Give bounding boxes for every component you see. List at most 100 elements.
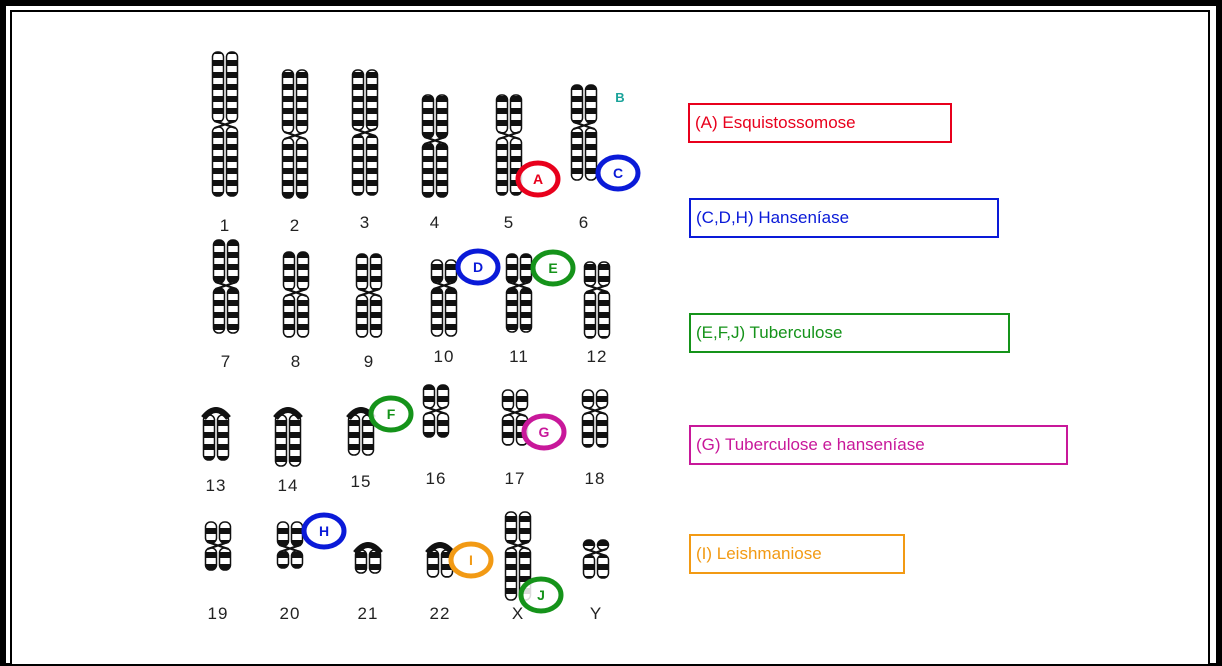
chromatid-arm bbox=[226, 239, 240, 284]
chromatid-arm bbox=[212, 239, 226, 284]
marker-letter: B bbox=[615, 90, 624, 105]
marker-letter: J bbox=[537, 587, 545, 603]
chromosome-label: 11 bbox=[509, 347, 529, 366]
chromosome-8: 8 bbox=[282, 251, 310, 371]
chromatid-arm bbox=[274, 414, 288, 467]
chromatid-arm bbox=[595, 389, 609, 409]
marker-ring bbox=[521, 413, 567, 451]
chromatid-arm bbox=[421, 94, 435, 139]
chromatid-arm bbox=[584, 84, 598, 124]
marker-letter: A bbox=[533, 171, 543, 187]
chromosome-label: 7 bbox=[221, 352, 231, 371]
centromere bbox=[285, 288, 307, 297]
chromosome-label: 8 bbox=[291, 352, 301, 371]
chromosome-19: 19 bbox=[204, 521, 232, 623]
centromere bbox=[504, 408, 526, 417]
chromosome-20: 20 bbox=[276, 521, 304, 623]
chromatid-arm bbox=[430, 287, 444, 337]
chromatid-arm bbox=[582, 554, 596, 579]
chromatid-arm bbox=[281, 137, 295, 199]
chromatid-arm bbox=[202, 414, 216, 461]
chromatid-arm bbox=[570, 127, 584, 181]
chromatid-arm bbox=[505, 253, 519, 284]
chromosome-21: 21 bbox=[353, 542, 383, 623]
chromosome-2: 2 bbox=[281, 69, 309, 235]
chromatid-arm bbox=[495, 94, 509, 134]
chromosome-label: 13 bbox=[206, 476, 227, 495]
chromatid-arm bbox=[583, 261, 597, 287]
chromosome-label: 9 bbox=[364, 352, 374, 371]
chromatid-arm bbox=[218, 547, 232, 571]
chromatid-arm bbox=[422, 384, 436, 409]
chromatid-arm bbox=[583, 290, 597, 339]
centromere bbox=[279, 544, 301, 553]
chromosome-12: 12 bbox=[583, 261, 611, 366]
chromatid-arm bbox=[519, 253, 533, 284]
chromatid-arm bbox=[436, 412, 450, 438]
chromosome-1: 1 bbox=[211, 51, 239, 235]
chromatid-arm bbox=[444, 259, 458, 284]
chromosome-label: 2 bbox=[290, 216, 300, 235]
legend-leishmaniose: (I) Leishmaniose bbox=[689, 534, 905, 574]
marker-ring bbox=[530, 249, 576, 287]
centromere bbox=[284, 131, 306, 140]
chromatid-arm bbox=[282, 251, 296, 291]
centromere bbox=[425, 542, 455, 555]
centromere bbox=[585, 548, 607, 557]
chromatid-arm bbox=[597, 290, 611, 339]
chromatid-arm bbox=[595, 412, 609, 448]
chromosome-label: 1 bbox=[220, 216, 230, 235]
chromatid-arm bbox=[444, 287, 458, 337]
chromatid-arm bbox=[351, 134, 365, 196]
chromosome-label: 19 bbox=[208, 604, 229, 623]
chromatid-arm bbox=[369, 253, 383, 291]
chromosome-10: 10 bbox=[430, 259, 458, 366]
marker-letter: I bbox=[469, 552, 473, 568]
chromosome-label: 20 bbox=[280, 604, 301, 623]
chromatid-arm bbox=[504, 511, 518, 544]
chromatid-arm bbox=[212, 287, 226, 334]
marker-letter: F bbox=[387, 406, 396, 422]
chromosome-label: 18 bbox=[585, 469, 606, 488]
chromosome-label: X bbox=[512, 604, 524, 623]
legend-esquistossomose: (A) Esquistossomose bbox=[688, 103, 952, 143]
chromatid-arm bbox=[597, 261, 611, 287]
chromatid-arm bbox=[351, 69, 365, 131]
centromere bbox=[508, 281, 530, 290]
chromatid-arm bbox=[288, 414, 302, 467]
centromere bbox=[433, 281, 455, 290]
marker-ring bbox=[368, 395, 414, 433]
chromosome-label: 16 bbox=[426, 469, 447, 488]
chromatid-arm bbox=[355, 294, 369, 338]
chromatid-arm bbox=[282, 294, 296, 338]
chromatid-arm bbox=[495, 137, 509, 196]
marker-j: J bbox=[518, 576, 564, 614]
chromosome-label: 4 bbox=[430, 213, 440, 232]
chromatid-arm bbox=[296, 294, 310, 338]
chromatid-arm bbox=[369, 294, 383, 338]
centromere bbox=[507, 541, 529, 550]
chromosome-18: 18 bbox=[581, 389, 609, 488]
centromere bbox=[354, 128, 376, 137]
centromere bbox=[353, 542, 383, 555]
chromosome-label: 6 bbox=[579, 213, 589, 232]
chromatid-arm bbox=[204, 521, 218, 544]
chromatid-arm bbox=[570, 84, 584, 124]
marker-e: E bbox=[530, 249, 576, 287]
marker-ring bbox=[455, 248, 501, 286]
chromatid-arm bbox=[422, 412, 436, 438]
chromatid-arm bbox=[519, 287, 533, 333]
chromatid-arm bbox=[518, 511, 532, 544]
chromatid-arm bbox=[347, 414, 361, 456]
marker-ring bbox=[515, 160, 561, 198]
marker-h: H bbox=[301, 512, 347, 550]
chromatid-arm bbox=[596, 554, 610, 579]
marker-g: G bbox=[521, 413, 567, 451]
chromatid-arm bbox=[509, 94, 523, 134]
centromere bbox=[584, 406, 606, 415]
centromere bbox=[358, 288, 380, 297]
chromatid-arm bbox=[504, 547, 518, 601]
legend-tuberculose-hanseniase: (G) Tuberculose e hanseníase bbox=[689, 425, 1068, 465]
